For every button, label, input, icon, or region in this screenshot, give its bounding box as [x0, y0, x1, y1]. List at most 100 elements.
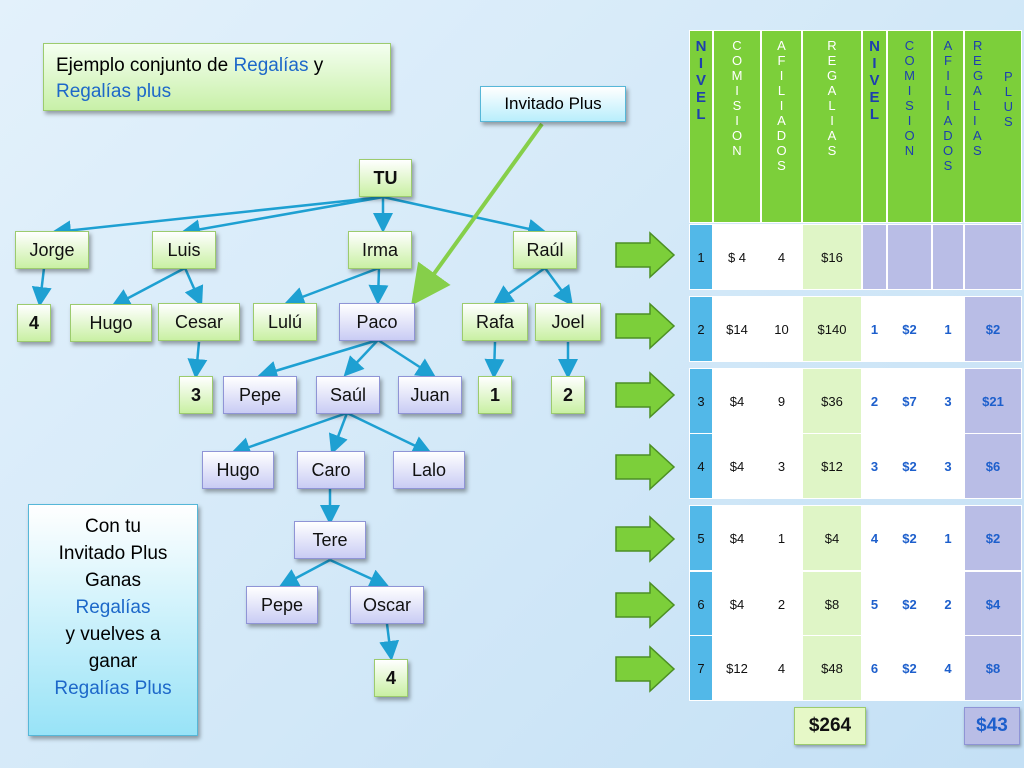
count-cesar: 3: [179, 376, 213, 414]
table-cell: $4: [713, 433, 761, 499]
table-header-text: N I V E L: [695, 38, 707, 123]
table-cell: 5: [689, 505, 713, 571]
node-pepe-2: Pepe: [246, 586, 318, 624]
table-cell: 1: [862, 296, 887, 362]
table-cell: $21: [964, 368, 1022, 434]
node-tere: Tere: [294, 521, 366, 559]
node-irma: Irma: [348, 231, 412, 269]
table-cell: $36: [802, 368, 862, 434]
table-cell: 1: [761, 505, 802, 571]
table-cell: 6: [862, 635, 887, 701]
table-cell: $8: [964, 635, 1022, 701]
table-cell: 1: [932, 296, 964, 362]
table-cell: $4: [713, 505, 761, 571]
right-arrow-icon: [615, 371, 676, 419]
info-line: Con tu: [85, 516, 141, 537]
table-cell: $4: [713, 368, 761, 434]
table-cell: [887, 224, 932, 290]
table-cell: $2: [964, 296, 1022, 362]
info-line: Ganas: [85, 570, 141, 591]
right-arrow-icon: [615, 443, 676, 491]
table-cell: 3: [932, 368, 964, 434]
node-saul: Saúl: [316, 376, 380, 414]
node-lalo: Lalo: [393, 451, 465, 489]
table-cell: $48: [802, 635, 862, 701]
right-arrow-icon: [615, 581, 676, 629]
count-rafa: 1: [478, 376, 512, 414]
table-header-text: A F I L I A D O S: [942, 38, 954, 173]
node-jorge: Jorge: [15, 231, 89, 269]
total-regalias: $264: [794, 707, 866, 745]
right-arrow-icon: [615, 515, 676, 563]
table-cell: $2: [964, 505, 1022, 571]
table-cell: $4: [802, 505, 862, 571]
table-cell: $14: [713, 296, 761, 362]
table-header-3: A F I L I A D O S: [761, 30, 802, 223]
table-cell: $140: [802, 296, 862, 362]
info-line: ganar: [88, 651, 138, 672]
table-cell: 1: [932, 505, 964, 571]
table-cell: $2: [887, 571, 932, 637]
table-cell: $2: [887, 296, 932, 362]
table-cell: $12: [802, 433, 862, 499]
table-cell: $7: [887, 368, 932, 434]
table-cell: 5: [862, 571, 887, 637]
title-text-2: Regalías: [233, 55, 309, 76]
table-header-2: C O M I S I O N: [713, 30, 761, 223]
table-header-plus-text: P L U S: [1003, 69, 1013, 129]
node-juan: Juan: [398, 376, 462, 414]
table-cell: $4: [964, 571, 1022, 637]
node-luis: Luis: [152, 231, 216, 269]
table-cell: 9: [761, 368, 802, 434]
right-arrow-icon: [615, 645, 676, 693]
table-cell: $6: [964, 433, 1022, 499]
table-cell: 4: [761, 224, 802, 290]
table-header-7: A F I L I A D O S: [932, 30, 964, 223]
node-hugo-1: Hugo: [70, 304, 152, 342]
count-joel: 2: [551, 376, 585, 414]
table-header-text: C O M I S I O N: [904, 38, 915, 158]
title-text-4: Regalías plus: [56, 81, 172, 102]
table-header-text: R E G A L I A S: [973, 38, 984, 158]
table-header-text: A F I L I A D O S: [776, 38, 787, 173]
node-pepe-1: Pepe: [223, 376, 297, 414]
table-cell: $12: [713, 635, 761, 701]
table-cell: $2: [887, 505, 932, 571]
table-cell: 2: [689, 296, 713, 362]
table-cell: [932, 224, 964, 290]
total-regalias-plus: $43: [964, 707, 1020, 745]
node-oscar: Oscar: [350, 586, 424, 624]
table-cell: $16: [802, 224, 862, 290]
table-cell: $8: [802, 571, 862, 637]
table-header-6: C O M I S I O N: [887, 30, 932, 223]
node-cesar: Cesar: [158, 303, 240, 341]
node-rafa: Rafa: [462, 303, 528, 341]
table-cell: 2: [932, 571, 964, 637]
table-cell: $ 4: [713, 224, 761, 290]
node-hugo-2: Hugo: [202, 451, 274, 489]
table-cell: 4: [761, 635, 802, 701]
count-oscar: 4: [374, 659, 408, 697]
table-cell: 3: [689, 368, 713, 434]
table-cell: $2: [887, 433, 932, 499]
invitado-plus-label: Invitado Plus: [480, 86, 626, 122]
table-cell: 10: [761, 296, 802, 362]
node-lulu: Lulú: [253, 303, 317, 341]
node-raul: Raúl: [513, 231, 577, 269]
table-cell: 4: [689, 433, 713, 499]
title-text-1: Ejemplo conjunto de: [56, 55, 234, 76]
node-paco: Paco: [339, 303, 415, 341]
table-cell: 6: [689, 571, 713, 637]
table-header-5: N I V E L: [862, 30, 887, 223]
node-tu: TU: [359, 159, 412, 197]
table-cell: 3: [761, 433, 802, 499]
table-cell: 2: [761, 571, 802, 637]
info-line: y vuelves a: [65, 624, 161, 645]
table-header-text: N I V E L: [869, 38, 880, 123]
info-line: Invitado Plus: [58, 543, 168, 564]
table-cell: [964, 224, 1022, 290]
title-text-3: y: [308, 55, 324, 76]
table-cell: [862, 224, 887, 290]
